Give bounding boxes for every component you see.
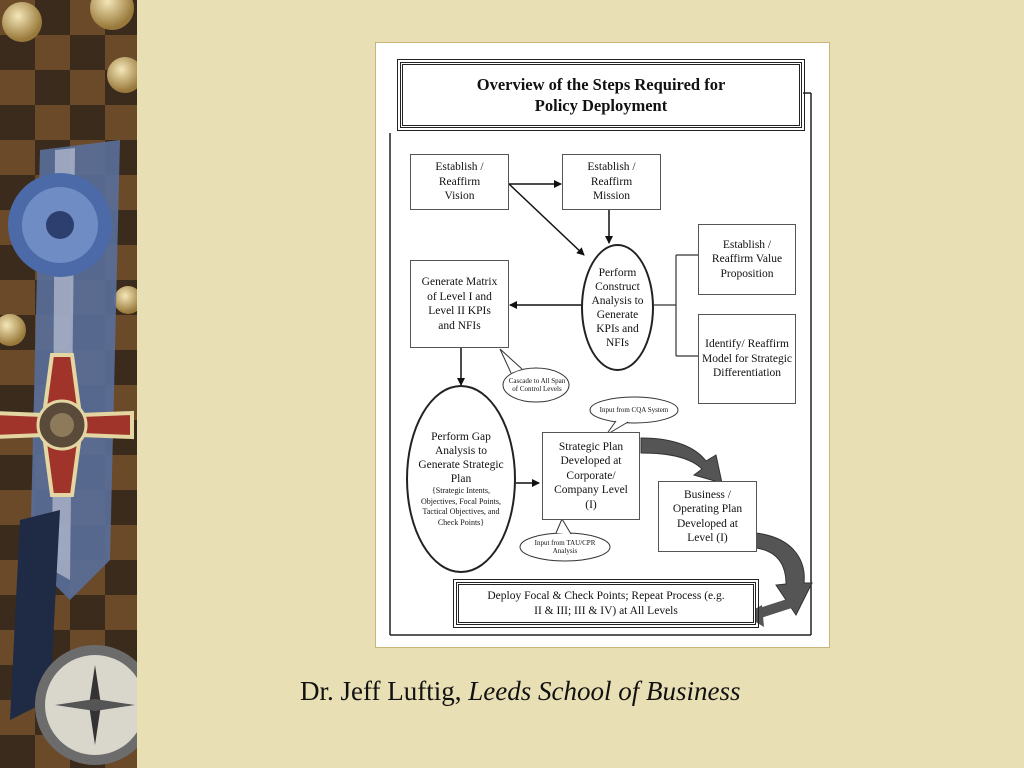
decorative-medal-image [0, 0, 137, 768]
node-deploy-focal-points: Deploy Focal & Check Points; Repeat Proc… [453, 579, 759, 628]
block-arrow-business-deploy [755, 532, 813, 616]
cqa-bubble [589, 396, 679, 424]
node-gap-analysis: Perform Gap Analysis to Generate Strateg… [406, 385, 516, 573]
policy-deployment-diagram: Overview of the Steps Required for Polic… [375, 42, 830, 648]
diagram-connectors [389, 92, 813, 636]
block-arrow-strategic-business [640, 437, 723, 484]
cascade-note: Cascade to All Span of Control Levels [508, 376, 566, 394]
deploy-line-1: Deploy Focal & Check Points; Repeat Proc… [487, 589, 725, 602]
node-establish-mission: Establish / Reaffirm Mission [562, 154, 661, 210]
bracket-line [654, 254, 698, 357]
cqa-note: Input from CQA System [599, 405, 669, 414]
bubble-tail [555, 517, 572, 535]
arrow-vision-construct [508, 183, 585, 256]
medal-collage-icon [0, 0, 137, 768]
title-line-1: Overview of the Steps Required for [476, 75, 726, 94]
node-value-proposition: Establish / Reaffirm Value Proposition [698, 224, 796, 295]
node-strategic-plan: Strategic Plan Developed at Corporate/ C… [542, 432, 640, 520]
deploy-line-2: II & III; III & IV) at All Levels [534, 604, 678, 617]
node-generate-matrix: Generate Matrix of Level I and Level II … [410, 260, 509, 348]
diagram-title: Overview of the Steps Required for Polic… [397, 59, 805, 131]
gap-analysis-main: Perform Gap Analysis to Generate Strateg… [418, 431, 504, 485]
node-establish-vision: Establish / Reaffirm Vision [410, 154, 509, 210]
node-construct-analysis: Perform Construct Analysis to Generate K… [581, 244, 654, 371]
tau-note: Input from TAU/CPR Analysis [534, 538, 596, 556]
gap-analysis-detail: {Strategic Intents, Objectives, Focal Po… [421, 486, 501, 527]
caption-institution: Leeds School of Business [468, 676, 741, 706]
bubble-tail [499, 348, 523, 374]
node-strategic-differentiation: Identify/ Reaffirm Model for Strategic D… [698, 314, 796, 404]
cascade-bubble [502, 367, 570, 403]
node-business-plan: Business / Operating Plan Developed at L… [658, 481, 757, 552]
slide-caption: Dr. Jeff Luftig, Leeds School of Busines… [300, 676, 860, 707]
title-line-2: Policy Deployment [534, 96, 668, 115]
caption-author: Dr. Jeff Luftig, [300, 676, 469, 706]
